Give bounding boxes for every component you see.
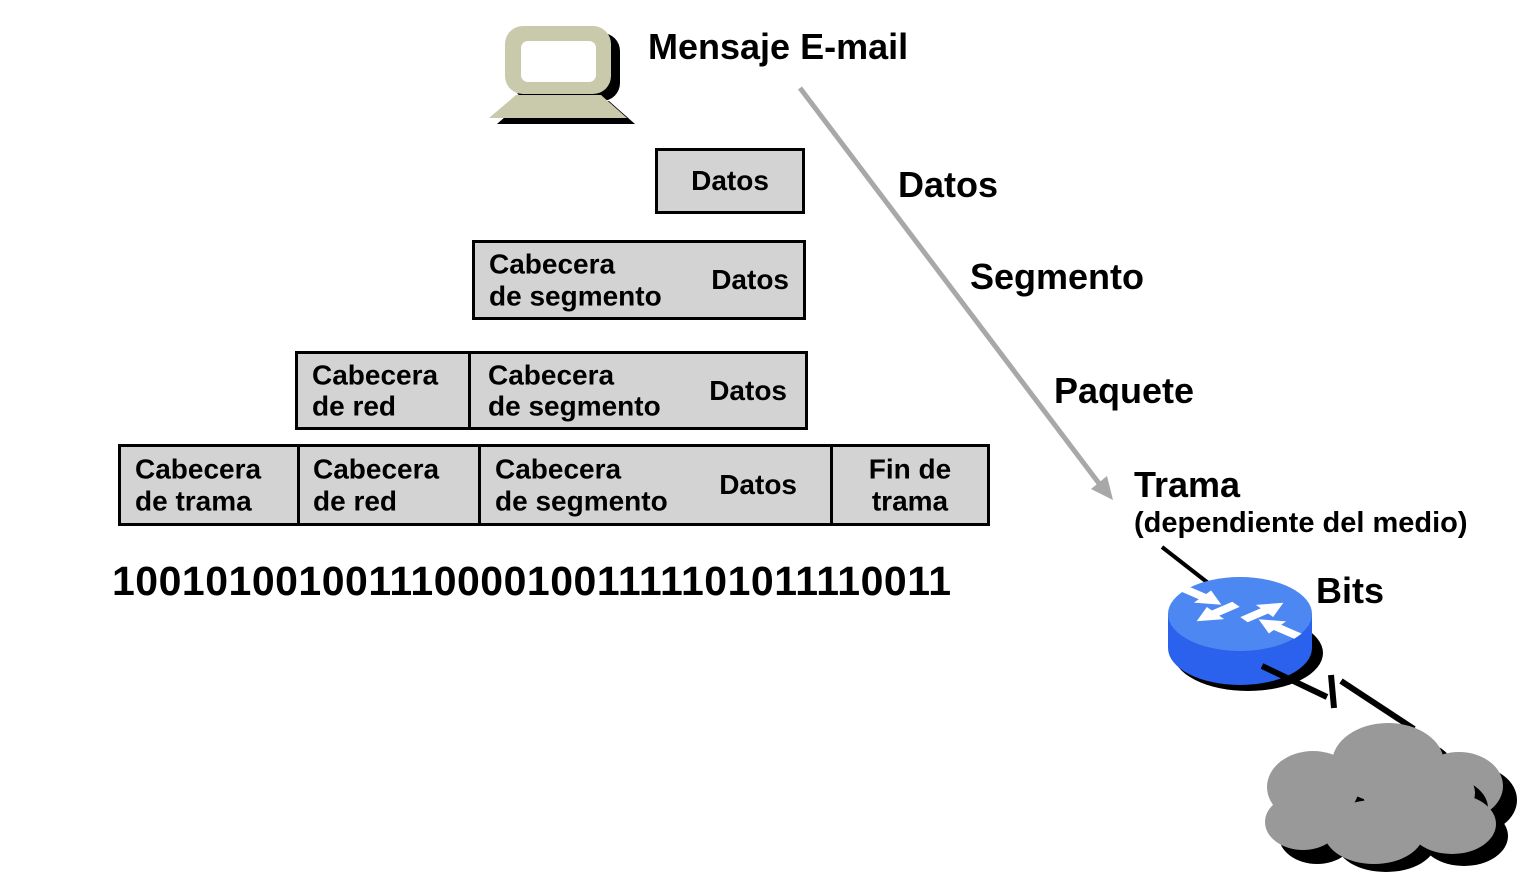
stage-label-paquete: Paquete bbox=[1054, 370, 1195, 411]
cell-divider bbox=[468, 354, 471, 427]
stage-label-trama: Trama bbox=[1134, 464, 1241, 505]
box-trama: Cabecera de trama Cabecera de red Cabece… bbox=[118, 444, 990, 526]
frame-header-label: Cabecera de trama bbox=[135, 453, 262, 516]
frame-datos-label: Datos bbox=[719, 469, 797, 500]
trama-router-connector bbox=[1160, 545, 1214, 588]
segment-header-label: Cabecera de segmento bbox=[489, 248, 662, 311]
segment-datos-label: Datos bbox=[711, 264, 789, 295]
router-icon bbox=[1168, 577, 1323, 691]
box-datos: Datos bbox=[655, 148, 805, 214]
page-title: Mensaje E-mail bbox=[648, 26, 909, 67]
stage-label-bits: Bits bbox=[1316, 570, 1385, 611]
packet-datos-label: Datos bbox=[709, 374, 787, 406]
box-datos-label: Datos bbox=[691, 165, 769, 196]
network-header-label: Cabecera de red bbox=[312, 358, 439, 422]
serial-link-icon bbox=[1260, 663, 1416, 732]
stage-label-datos: Datos bbox=[898, 164, 999, 205]
router-arrows bbox=[1178, 585, 1302, 639]
segment-header-label: Cabecera de segmento bbox=[488, 358, 661, 422]
computer-icon bbox=[489, 26, 635, 124]
stage-label-trama-note: (dependiente del medio) bbox=[1134, 507, 1468, 539]
network-header-label: Cabecera de red bbox=[313, 453, 440, 516]
cloud-icon bbox=[1265, 723, 1517, 872]
box-paquete: Cabecera de red Cabecera de segmento Dat… bbox=[295, 351, 808, 430]
segment-header-label: Cabecera de segmento bbox=[495, 453, 668, 516]
stage-label-segmento: Segmento bbox=[970, 256, 1145, 297]
bits-string: 1001010010011100001001111101011110011 bbox=[112, 558, 952, 604]
box-segmento: Cabecera de segmento Datos bbox=[472, 240, 806, 320]
encapsulation-arrow-icon bbox=[798, 86, 1113, 500]
cell-divider bbox=[478, 447, 481, 523]
cell-divider bbox=[297, 447, 300, 523]
cell-divider bbox=[830, 447, 833, 523]
frame-trailer-label: Fin de trama bbox=[868, 453, 952, 516]
